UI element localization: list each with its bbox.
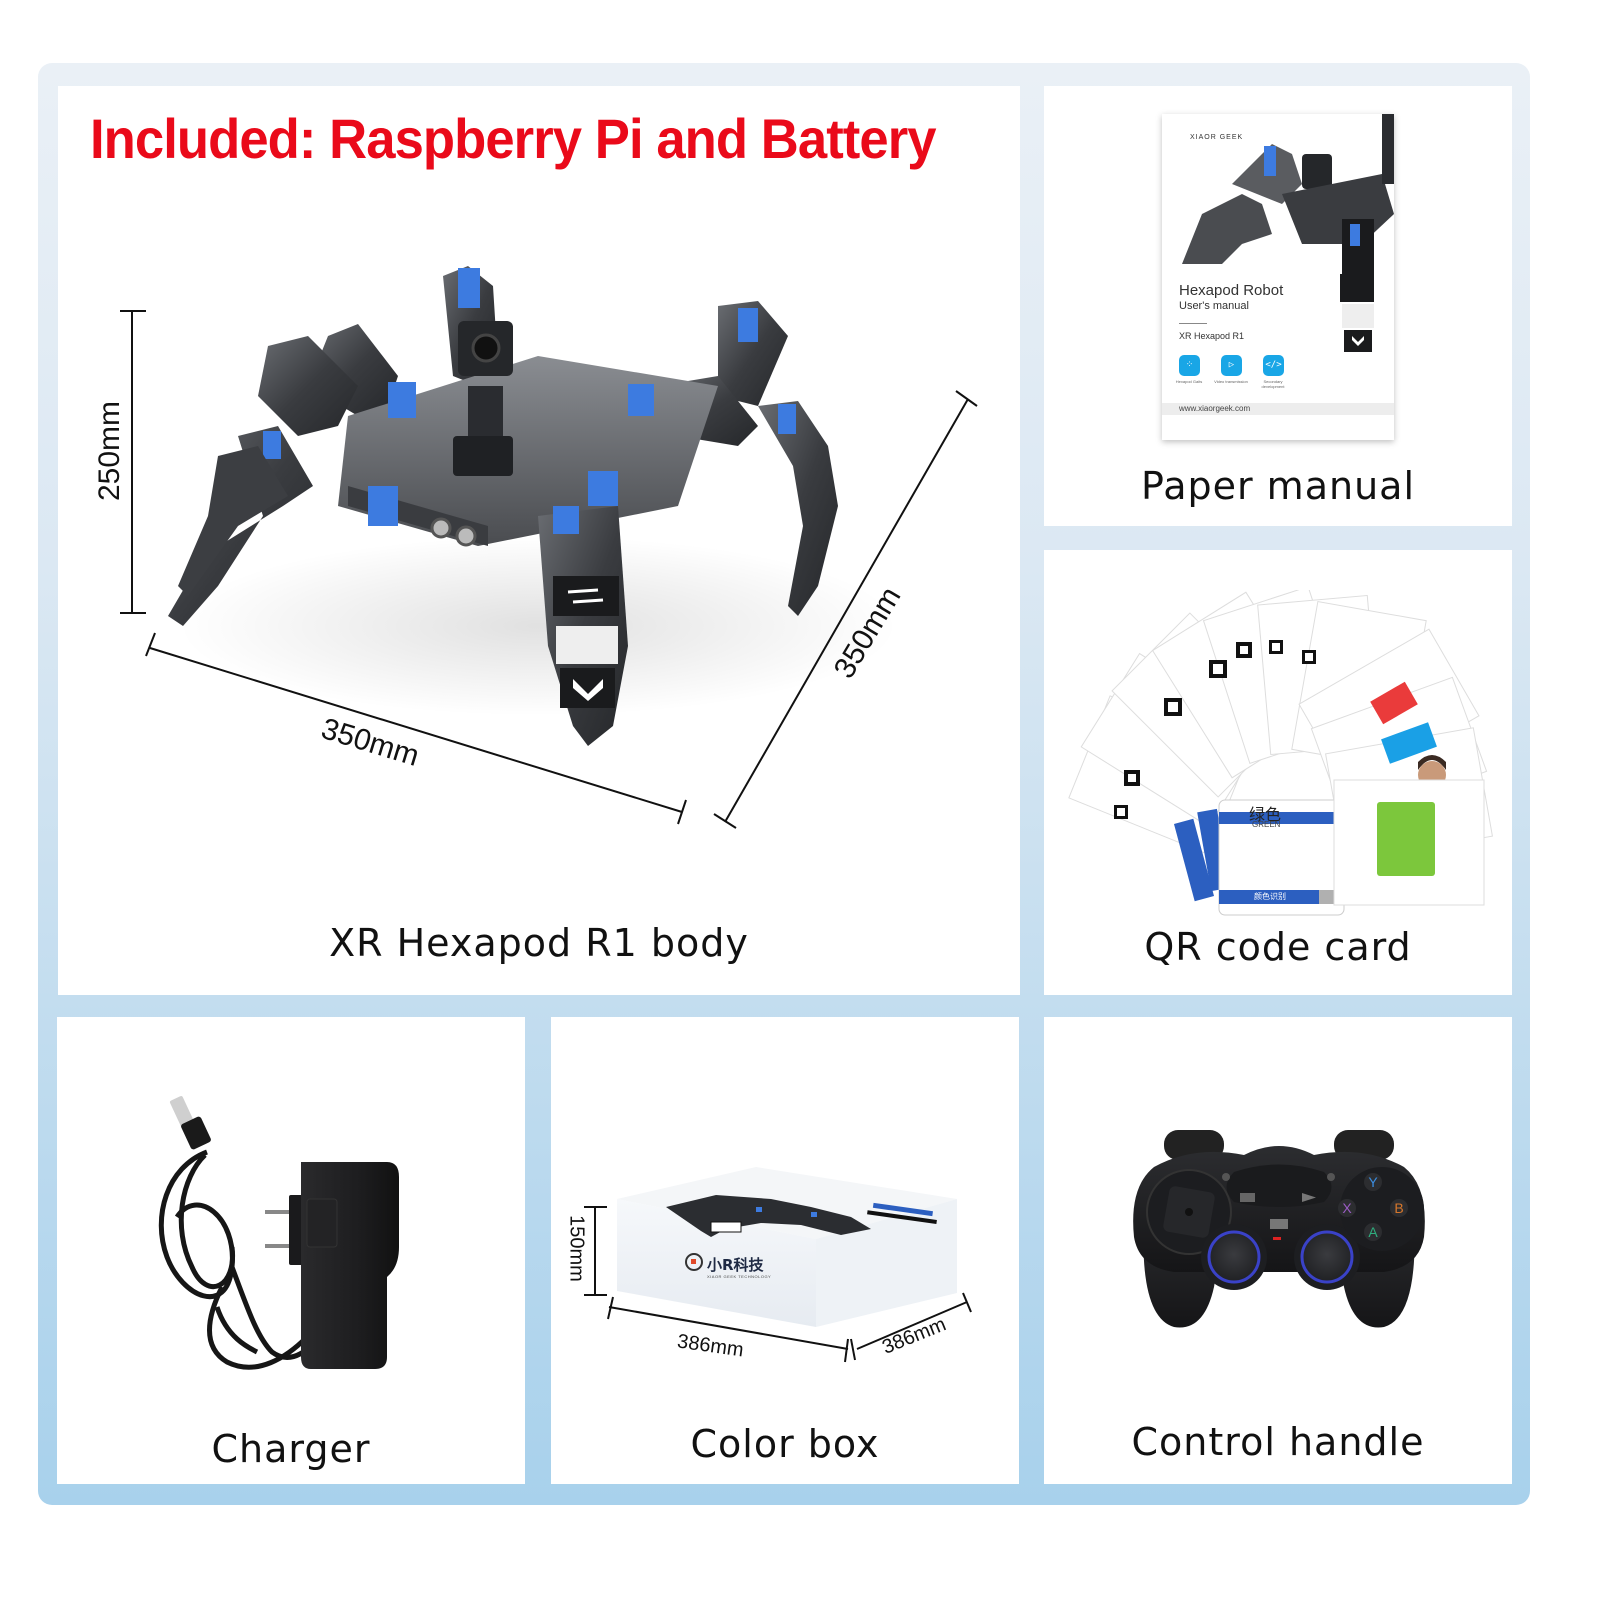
caption-hexapod-body: XR Hexapod R1 body [329, 921, 749, 965]
video-icon: ▷ [1221, 355, 1242, 376]
code-icon: </> [1263, 355, 1284, 376]
manual-title: Hexapod Robot [1179, 282, 1284, 299]
color-box-image [584, 1167, 972, 1363]
manual-url-bar [1162, 403, 1394, 415]
manual-brand: XIAOR GEEK [1190, 134, 1244, 141]
button-a: A [1364, 1223, 1382, 1241]
headline: Included: Raspberry Pi and Battery [90, 107, 937, 170]
caption-qr-code-card: QR code card [1144, 925, 1412, 969]
box-logo-text: 小R科技 [707, 1256, 764, 1274]
manual-url: www.xiaorgeek.com [1179, 404, 1251, 413]
qr-card-fan-image [1068, 590, 1493, 916]
charger-image [158, 1096, 399, 1370]
caption-charger: Charger [211, 1427, 371, 1471]
manual-robot-leg [1340, 274, 1374, 352]
feature-label: Video transmission [1214, 379, 1248, 384]
panel-color-box: 小R科技 XIAOR GEEK TECHNOLOGY 150mm 386mm 3… [551, 1017, 1019, 1484]
panel-hexapod-body: Included: Raspberry Pi and Battery 250mm… [58, 86, 1020, 995]
card-english-label: GREEN [1252, 820, 1281, 829]
button-b: B [1390, 1199, 1408, 1217]
manual-cover-image: XIAOR GEEK Hexapod Robot User's manual X… [1162, 114, 1394, 440]
caption-paper-manual: Paper manual [1140, 464, 1415, 508]
hexapod-gait-icon: ⁘ [1179, 355, 1200, 376]
panel-qr-code-card: 绿色 GREEN 颜色识别 QR code card [1044, 550, 1512, 995]
gamepad-image [1133, 1130, 1425, 1328]
caption-control-handle: Control handle [1131, 1420, 1425, 1464]
box-logo-subtext: XIAOR GEEK TECHNOLOGY [707, 1274, 772, 1279]
manual-model: XR Hexapod R1 [1179, 331, 1245, 341]
button-y: Y [1364, 1173, 1382, 1191]
button-x: X [1338, 1199, 1356, 1217]
feature-label: Secondary development [1261, 379, 1285, 389]
feature-label: Hexapod Gaits [1175, 379, 1203, 384]
card-chinese-label: 绿色 [1249, 805, 1282, 824]
hexapod-robot-image [168, 266, 898, 746]
panel-charger: Charger [57, 1017, 525, 1484]
panel-control-handle: Y X B A Control handle [1044, 1017, 1512, 1484]
box-height-label: 150mm [565, 1215, 588, 1282]
manual-subtitle: User's manual [1179, 300, 1249, 312]
manual-divider [1179, 323, 1207, 324]
caption-color-box: Color box [690, 1422, 880, 1466]
manual-robot-illustration [1182, 114, 1394, 274]
card-footer-label: 颜色识别 [1254, 892, 1286, 901]
panel-paper-manual: XIAOR GEEK Hexapod Robot User's manual X… [1044, 86, 1512, 526]
